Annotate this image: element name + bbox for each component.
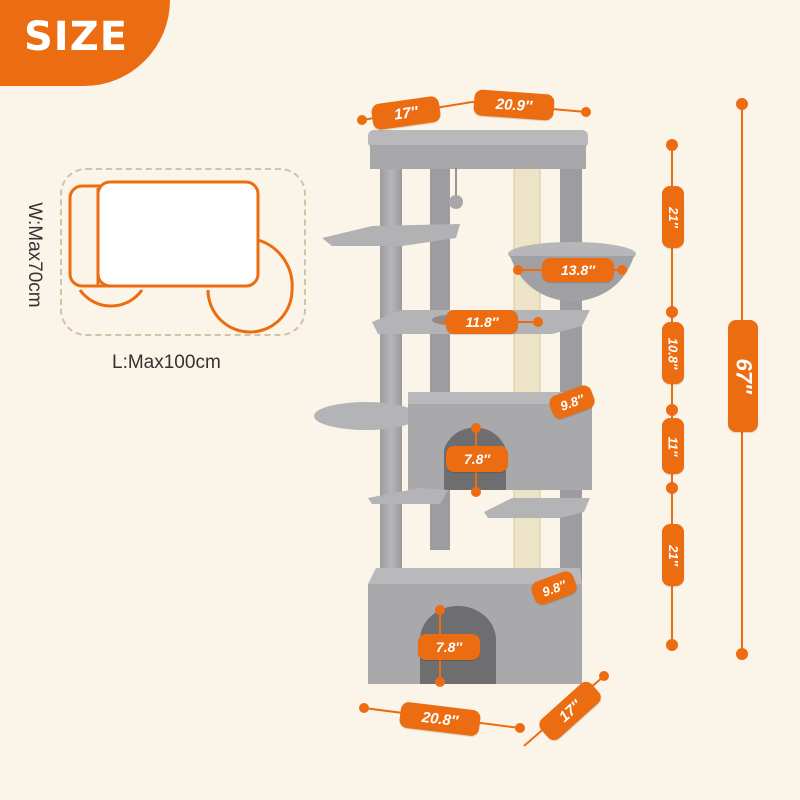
upper-door-height-label: 7.8″ xyxy=(446,446,508,472)
step-platform xyxy=(484,498,590,518)
basket-diameter-label: 13.8″ xyxy=(542,258,614,282)
top-bed-rim xyxy=(368,130,588,148)
height-seg-2-label: 10.8″ xyxy=(662,322,684,384)
round-platform xyxy=(314,402,418,430)
space-outline xyxy=(60,168,306,336)
step-platform xyxy=(368,488,448,504)
top-width-label: 20.9″ xyxy=(473,89,555,121)
height-seg-3-label: 11″ xyxy=(662,418,684,474)
height-seg-1-label: 21″ xyxy=(662,186,684,248)
total-height-label: 67″ xyxy=(728,320,758,432)
top-bed xyxy=(370,145,586,169)
platform-hole-label: 11.8″ xyxy=(446,310,518,334)
lower-door-height-label: 7.8″ xyxy=(418,634,480,660)
size-badge-text: SIZE xyxy=(24,14,129,60)
bed-icon xyxy=(68,180,294,334)
height-seg-4-label: 21″ xyxy=(662,524,684,586)
toy-ball xyxy=(449,195,463,209)
size-badge: SIZE xyxy=(0,0,170,86)
step-platform xyxy=(322,224,460,246)
max-length-label: L:Max100cm xyxy=(112,352,221,373)
